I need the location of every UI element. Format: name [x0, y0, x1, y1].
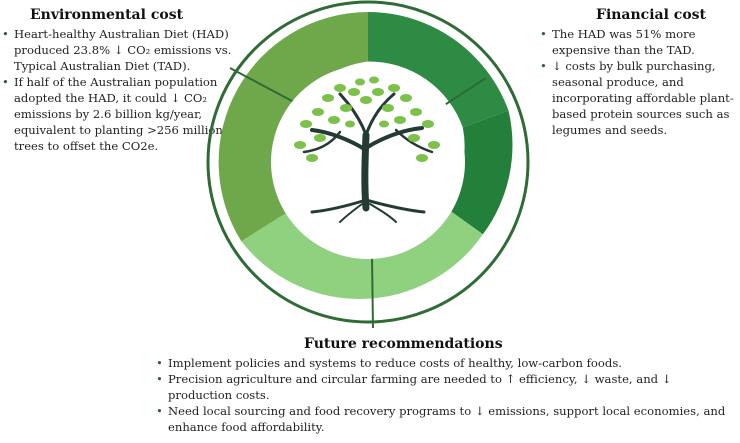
- connector-left: [229, 67, 295, 103]
- connector-bottom: [371, 256, 374, 329]
- tree-trunk: [302, 92, 434, 223]
- list-item: Heart-healthy Australian Diet (HAD) prod…: [2, 26, 234, 74]
- list-item: Implement policies and systems to reduce…: [156, 355, 738, 371]
- segment-left: [218, 12, 368, 242]
- ring-diagram: [206, 0, 530, 329]
- list-item: ↓ costs by bulk purchasing, seasonal pro…: [540, 58, 738, 138]
- segment-top-right: [368, 12, 509, 128]
- segment-right: [444, 110, 513, 235]
- tree-icon: [294, 76, 440, 223]
- future-recommendations-list: Implement policies and systems to reduce…: [156, 355, 738, 435]
- financial-cost-heading: Financial cost: [596, 7, 707, 23]
- future-recommendations-heading: Future recommendations: [304, 336, 503, 352]
- list-item: Precision agriculture and circular farmi…: [156, 371, 738, 403]
- financial-cost-list: The HAD was 51% more expensive than the …: [540, 26, 738, 138]
- ring-outline: [206, 0, 530, 324]
- environmental-cost-list: Heart-healthy Australian Diet (HAD) prod…: [2, 26, 234, 154]
- list-item: If half of the Australian population ado…: [2, 74, 234, 154]
- list-item: The HAD was 51% more expensive than the …: [540, 26, 738, 58]
- list-item: Need local sourcing and food recovery pr…: [156, 403, 738, 435]
- environmental-cost-heading: Environmental cost: [30, 7, 184, 23]
- connector-right: [439, 77, 487, 109]
- tree-leaves: [294, 76, 440, 162]
